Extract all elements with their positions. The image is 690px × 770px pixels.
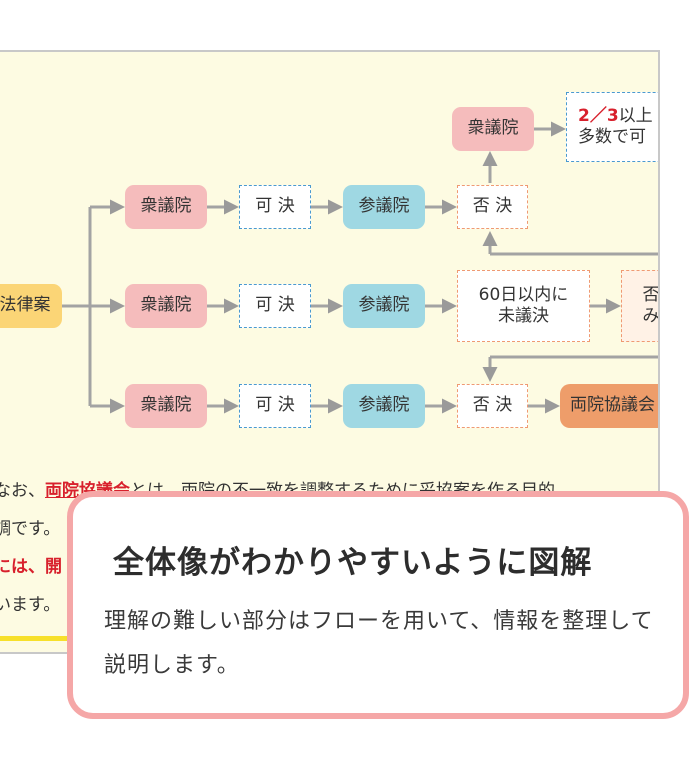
- passed-node: 可 決: [239, 384, 311, 428]
- house-of-representatives-node: 衆議院: [125, 284, 207, 328]
- flow-connectors: [62, 121, 658, 414]
- passed-node: 可 決: [239, 185, 311, 229]
- two-thirds-fraction: 2／3: [578, 105, 619, 126]
- note-line-2: 調です。: [0, 519, 61, 539]
- rejected-node: 否 決: [457, 185, 528, 229]
- callout-title: 全体像がわかりやすいように図解: [113, 545, 593, 581]
- revote-house-node: 衆議院: [452, 107, 534, 151]
- note-line-3: には、開: [0, 557, 62, 577]
- rejected-node: 否 決: [457, 384, 528, 428]
- callout-body: 理解の難しい部分はフローを用いて、情報を整理して説明します。: [104, 609, 654, 678]
- bill-node: 法律案: [0, 284, 62, 328]
- two-thirds-majority-node: 2／3以上 多数で可: [566, 92, 658, 162]
- undecided-line1: 60日以内に: [478, 284, 569, 305]
- undecided-60-days-node: 60日以内に 未議決: [457, 270, 590, 342]
- note-line-4: います。: [0, 595, 61, 615]
- joint-committee-node: 両院協議会: [560, 384, 658, 428]
- house-of-councillors-node: 参議院: [343, 284, 425, 328]
- two-thirds-tail: 以上: [618, 105, 653, 126]
- undecided-line2: 未議決: [498, 306, 549, 326]
- majority-passes-text: 多数で可: [578, 127, 646, 147]
- deemed-rejected-node: 否 み: [621, 270, 658, 342]
- passed-node: 可 決: [239, 284, 311, 328]
- house-of-councillors-node: 参議院: [343, 384, 425, 428]
- house-of-representatives-node: 衆議院: [125, 384, 207, 428]
- house-of-councillors-node: 参議院: [343, 185, 425, 229]
- house-of-representatives-node: 衆議院: [125, 185, 207, 229]
- feature-callout: 全体像がわかりやすいように図解 理解の難しい部分はフローを用いて、情報を整理して…: [67, 491, 689, 719]
